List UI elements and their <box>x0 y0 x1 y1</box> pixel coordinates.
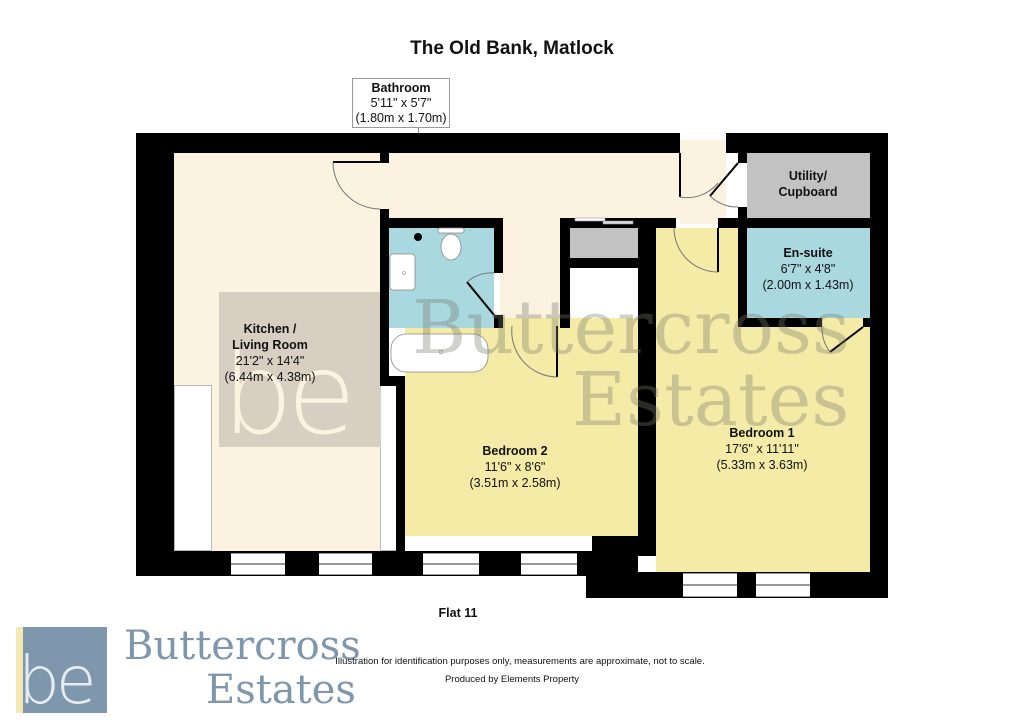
wall-storage-left <box>560 218 570 328</box>
wall-bedroom2-left <box>396 376 405 556</box>
bathroom-metric: (1.80m x 1.70m) <box>355 111 447 125</box>
bedroom2-imperial: 11'6" x 8'6" <box>484 460 546 474</box>
logo-wordmark-line1: Buttercross <box>124 623 361 669</box>
window-bedroom2-2[interactable] <box>521 553 577 575</box>
kitchen-name-1: Kitchen / <box>243 322 297 336</box>
storage-lower <box>570 268 638 318</box>
kitchen-metric: (6.44m x 4.38m) <box>224 370 316 384</box>
label-ensuite: En-suite 6'7" x 4'8" (2.00m x 1.43m) <box>750 245 866 293</box>
wall-ensuite-bottom <box>738 318 822 327</box>
soil-pipe-icon <box>414 233 422 241</box>
wall-b1-top-right <box>718 218 870 228</box>
producer-text: Produced by Elements Property <box>444 674 580 685</box>
bedroom2-metric: (3.51m x 2.58m) <box>469 476 561 490</box>
ensuite-name: En-suite <box>783 246 833 260</box>
wall-storage-mid <box>570 258 638 268</box>
wall-bathroom-top <box>380 218 503 228</box>
wall-top-right <box>726 133 888 153</box>
kitchen-imperial: 21'2" x 14'4" <box>235 354 305 368</box>
entry-area <box>680 140 726 224</box>
wall-utility-left <box>738 133 747 163</box>
label-bedroom-2: Bedroom 2 11'6" x 8'6" (3.51m x 2.58m) <box>455 443 575 491</box>
door-kitchen-icon <box>332 161 381 210</box>
kitchen-name-2: Living Room <box>232 338 308 352</box>
basin-icon <box>389 253 416 291</box>
window-kitchen-1[interactable] <box>231 553 285 575</box>
ensuite-imperial: 6'7" x 4'8" <box>780 262 836 276</box>
door-entry-icon <box>679 153 719 199</box>
utility-name-1: Utility/ <box>788 169 828 183</box>
label-utility: Utility/ Cupboard <box>750 168 866 200</box>
logo-mark <box>16 627 107 713</box>
door-bedroom2-icon <box>511 325 558 378</box>
window-kitchen-2[interactable] <box>319 553 372 575</box>
bathroom-callout: Bathroom 5'11" x 5'7" (1.80m x 1.70m) <box>352 78 450 128</box>
watermark-estates: Estates <box>572 357 850 443</box>
door-ensuite-icon <box>821 326 864 353</box>
watermark-buttercross: Buttercross <box>412 285 851 371</box>
bedroom1-metric: (5.33m x 3.63m) <box>716 458 808 472</box>
hallway-lower <box>500 218 560 318</box>
logo-wordmark-line2: Estates <box>206 667 356 713</box>
kitchen-watermark-box <box>219 292 381 447</box>
wall-bottom-right <box>586 572 888 598</box>
wall-b1-top-left <box>656 218 676 228</box>
hallway <box>380 153 680 218</box>
door-utility-icon <box>709 162 739 208</box>
plan-title: The Old Bank, Matlock <box>410 38 614 59</box>
wall-bathroom-left <box>380 209 389 385</box>
bathroom-name: Bathroom <box>371 81 431 95</box>
flat-label: Flat 11 <box>438 606 478 620</box>
wall-bedroom2-corner <box>592 536 638 576</box>
kitchen-watermark-monogram: be <box>222 330 356 460</box>
logo-monogram: be <box>18 642 96 719</box>
label-kitchen-living: Kitchen / Living Room 21'2" x 14'4" (6.4… <box>205 321 335 385</box>
wall-kitchen-hall-stub <box>380 153 389 163</box>
toilet-icon <box>437 227 465 261</box>
wall-bathroom-right-top <box>494 218 503 273</box>
bedroom1-name: Bedroom 1 <box>729 426 795 440</box>
bedroom1-imperial: 17'6" x 11'11" <box>725 442 799 456</box>
window-bedroom2-1[interactable] <box>423 553 479 575</box>
room-utility <box>747 153 870 218</box>
wall-top-left <box>136 133 680 153</box>
wall-utility-left-low <box>738 207 747 327</box>
window-bedroom1-2[interactable] <box>756 573 810 597</box>
ensuite-metric: (2.00m x 1.43m) <box>762 278 854 292</box>
wall-ensuite-bottom-right <box>863 318 870 327</box>
room-bedroom-2-upper <box>503 318 638 338</box>
wall-left <box>136 133 174 576</box>
door-bathroom-icon <box>466 272 495 316</box>
sliding-door-icon <box>574 217 634 225</box>
utility-name-2: Cupboard <box>778 185 838 199</box>
wall-storage-right <box>638 218 656 556</box>
bedroom2-name: Bedroom 2 <box>482 444 548 458</box>
label-bedroom-1: Bedroom 1 17'6" x 11'11" (5.33m x 3.63m) <box>702 425 822 473</box>
storage-upper <box>570 228 638 258</box>
door-bedroom1-icon <box>673 227 719 273</box>
wall-right <box>870 133 888 598</box>
kitchen-unit-left <box>174 385 212 551</box>
bath-icon <box>390 333 489 373</box>
bathroom-imperial: 5'11" x 5'7" <box>370 96 432 110</box>
window-bedroom1-1[interactable] <box>683 573 737 597</box>
logo-accent-strip <box>16 627 23 713</box>
disclaimer-text: Illustration for identification purposes… <box>335 656 705 667</box>
room-ensuite <box>747 228 870 318</box>
